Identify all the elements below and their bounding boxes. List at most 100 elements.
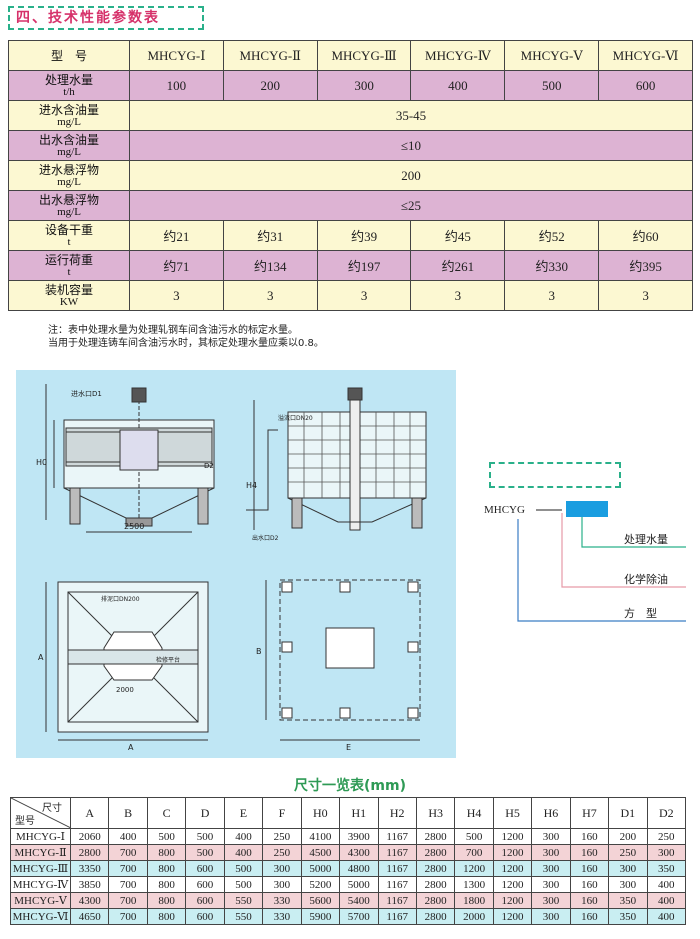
engineering-drawing: 进水口D1 H0 2500 D2 (16, 370, 456, 758)
perf-cell: 3 (316, 280, 412, 311)
dims-col-header: B (108, 797, 148, 829)
dims-cell: 300 (531, 828, 571, 845)
dims-cell: 4500 (300, 844, 341, 861)
dims-cell: 3900 (339, 828, 379, 845)
perf-label-text: 出水悬浮物 (38, 192, 99, 207)
dims-cell: 600 (185, 892, 225, 909)
dims-cell: 700 (454, 844, 494, 861)
dims-cell: 1167 (377, 828, 417, 845)
dims-cell: 300 (531, 876, 571, 893)
perf-cell: 600 (598, 70, 693, 101)
dims-col-header: F (262, 797, 302, 829)
dims-col-header: C (146, 797, 187, 829)
dims-cell: 2060 (69, 828, 110, 845)
dims-cell: 800 (146, 860, 187, 877)
perf-label-unit: mg/L (57, 175, 81, 188)
dims-cell: 330 (262, 908, 302, 925)
label-d2: D2 (204, 462, 214, 470)
dims-cell: 2800 (415, 860, 456, 877)
perf-span-value: ≤25 (129, 190, 693, 221)
dim-e: E (346, 743, 351, 752)
perf-cell: 3 (222, 280, 318, 311)
section-title: 四、技术性能参数表 (8, 6, 204, 30)
perf-cell: 3 (504, 280, 600, 311)
dims-cell: 1200 (492, 828, 533, 845)
dims-cell: 300 (531, 844, 571, 861)
perf-label-unit: t (67, 235, 71, 248)
perf-cell: 3 (410, 280, 506, 311)
perf-cell: 约31 (222, 220, 318, 251)
dim-a-vert: A (38, 653, 44, 662)
dims-cell: 2800 (415, 876, 456, 893)
perf-cell: 500 (504, 70, 600, 101)
dim-a-horiz: A (128, 743, 134, 752)
dims-cell: 200 (608, 828, 648, 845)
perf-label-unit: mg/L (57, 205, 81, 218)
perf-cell: 约52 (504, 220, 600, 251)
perf-label-unit: KW (59, 295, 79, 308)
perf-cell: 约395 (598, 250, 693, 281)
perf-header-model: MHCYG-Ⅰ (129, 40, 224, 71)
perf-label-text: 进水含油量 (38, 102, 99, 117)
dims-cell: 1167 (377, 860, 417, 877)
dims-cell: 300 (608, 876, 648, 893)
dims-cell: 5400 (339, 892, 379, 909)
model-prefix: MHCYG (484, 504, 525, 516)
dims-cell: 160 (569, 876, 610, 893)
code-item-square: 方 型 (624, 606, 657, 620)
dims-cell: 4300 (69, 892, 110, 909)
dims-cell: 500 (223, 860, 264, 877)
dims-cell: 1200 (492, 860, 533, 877)
dims-cell: 250 (646, 828, 687, 845)
dims-cell: 2800 (415, 892, 456, 909)
perf-label-text: 装机容量 (44, 282, 93, 297)
perf-cell: 3 (598, 280, 693, 311)
dims-cell: 2800 (415, 908, 456, 925)
dims-cell: 400 (223, 844, 264, 861)
dims-cell: 1167 (377, 892, 417, 909)
dims-cell: 5200 (300, 876, 341, 893)
perf-span-value: ≤10 (129, 130, 693, 161)
dims-col-header: H7 (569, 797, 610, 829)
dims-cell: 1200 (492, 876, 533, 893)
dims-col-header: H6 (531, 797, 571, 829)
dim-2500: 2500 (124, 522, 144, 531)
dims-cell: 700 (108, 844, 148, 861)
perf-label-text: 进水悬浮物 (38, 162, 99, 177)
label-platform: 检修平台 (156, 656, 180, 664)
dims-cell: 5000 (339, 876, 379, 893)
dim-h4: H4 (246, 481, 257, 490)
code-item-capacity: 处理水量 (624, 533, 668, 546)
perf-header-model: MHCYG-Ⅲ (316, 40, 412, 71)
perf-cell: 约261 (410, 250, 506, 281)
dims-col-header: D1 (608, 797, 648, 829)
dims-cell: 5700 (339, 908, 379, 925)
dims-cell: 700 (108, 860, 148, 877)
perf-cell: 约45 (410, 220, 506, 251)
perf-cell: 约60 (598, 220, 693, 251)
perf-header-model: MHCYG-Ⅳ (410, 40, 506, 71)
model-code-diagram: MHCYG 处理水量 化学除油 方 型 (484, 501, 686, 622)
dims-col-header: D (185, 797, 225, 829)
dims-cell: 5600 (300, 892, 341, 909)
table-note: 注：表中处理水量为处理轧钢车间含油污水的标定水量。 当用于处理连铸车间含油污水时… (48, 324, 324, 350)
perf-label-unit: t (67, 265, 71, 278)
dims-cell: 400 (646, 892, 687, 909)
dims-cell: 350 (608, 892, 648, 909)
dims-row-model: MHCYG-Ⅲ (10, 860, 71, 877)
dims-cell: 1167 (377, 908, 417, 925)
perf-label-text: 出水含油量 (38, 132, 99, 147)
perf-cell: 约134 (222, 250, 318, 281)
perf-cell: 200 (222, 70, 318, 101)
